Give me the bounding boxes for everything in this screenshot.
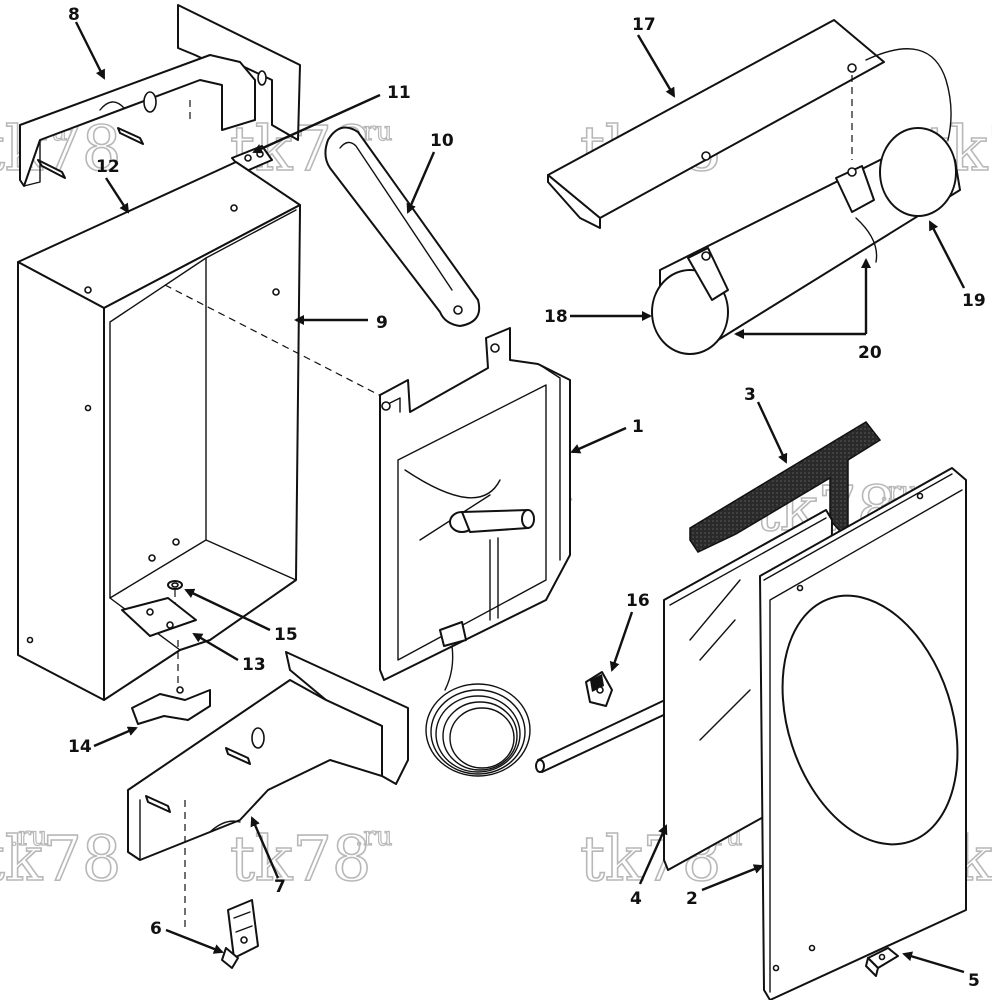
callout-17: 17 [632, 15, 656, 35]
part-2-front-cover [759, 467, 967, 1000]
leader-10 [406, 151, 436, 214]
leader-6 [165, 928, 224, 954]
callout-19: 19 [962, 291, 986, 311]
leader-5 [902, 951, 965, 974]
callout-6: 6 [150, 919, 162, 939]
leader-13 [192, 632, 239, 662]
watermark-suffix: .ru [10, 822, 47, 852]
part-5-small-bracket [865, 947, 899, 977]
leader-7 [250, 816, 280, 879]
part-16-clip [585, 671, 613, 707]
capillary-coil [425, 645, 671, 777]
callout-3: 3 [744, 385, 756, 405]
leader-4 [638, 824, 668, 885]
leader-14 [93, 726, 138, 748]
part-9-housing-box [17, 161, 386, 701]
callout-9: 9 [376, 313, 388, 333]
leader-15 [184, 588, 271, 632]
watermark-text: tk78 [230, 822, 371, 895]
callout-numbers: 8 11 10 12 9 1 15 13 14 7 6 17 18 19 20 … [68, 5, 986, 991]
callout-14: 14 [68, 737, 92, 757]
callout-2: 2 [686, 889, 698, 909]
leader-16 [609, 611, 634, 672]
callout-10: 10 [430, 131, 454, 151]
callout-12: 12 [96, 157, 120, 177]
callout-18: 18 [544, 307, 568, 327]
callout-4: 4 [630, 889, 642, 909]
leader-11 [252, 93, 381, 154]
leader-arrows [74, 21, 966, 974]
leader-12 [104, 177, 130, 214]
callout-7: 7 [274, 877, 286, 897]
leader-17 [636, 34, 676, 98]
watermark-text: tk78 [0, 822, 121, 895]
part-7-lower-bracket [127, 651, 409, 930]
callout-8: 8 [68, 5, 80, 25]
part-10-strap [324, 126, 481, 327]
part-8-upper-bracket [19, 4, 301, 187]
callout-20: 20 [858, 343, 882, 363]
watermark-suffix: .ru [355, 822, 392, 852]
part-17-angle-strip [547, 19, 885, 229]
leader-3 [756, 401, 788, 464]
leader-2 [701, 864, 764, 892]
part-13-14-15-hardware [121, 580, 211, 725]
callout-11: 11 [387, 83, 411, 103]
part-18-19-20-heater-tube [651, 48, 961, 355]
part-6-fastener [221, 899, 259, 969]
part-1-control-bracket [379, 327, 571, 681]
leader-1 [570, 426, 627, 454]
leader-19 [928, 220, 966, 289]
callout-16: 16 [626, 591, 650, 611]
callout-5: 5 [968, 971, 980, 991]
leader-8 [74, 21, 106, 80]
callout-1: 1 [632, 417, 644, 437]
callout-13: 13 [242, 655, 266, 675]
callout-15: 15 [274, 625, 298, 645]
